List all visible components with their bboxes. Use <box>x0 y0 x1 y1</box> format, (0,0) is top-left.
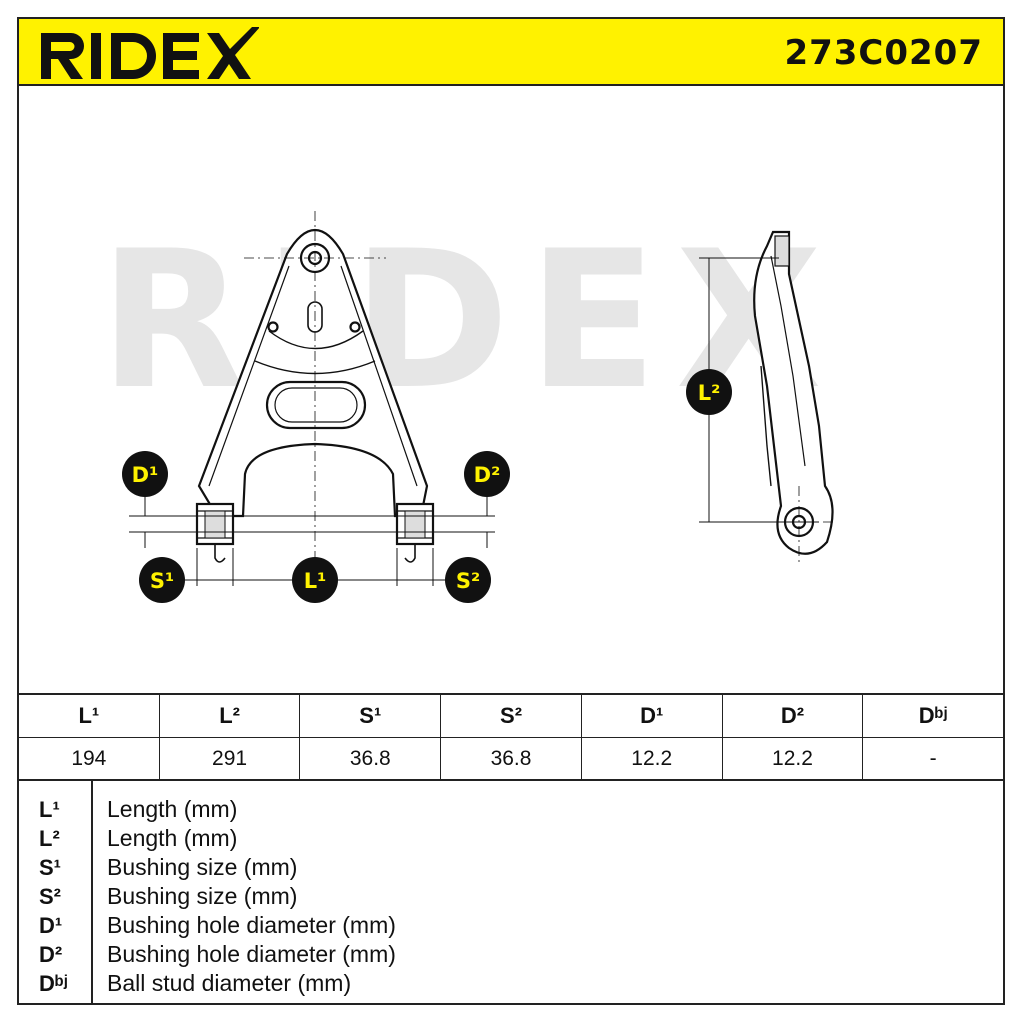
spec-value-row: 194 291 36.8 36.8 12.2 12.2 - <box>19 737 1003 780</box>
legend-symbol: L¹ <box>39 796 60 822</box>
center-lines <box>244 211 386 586</box>
callout-d2-label: D² <box>474 463 501 487</box>
spec-header: L¹ <box>78 703 100 728</box>
callout-l2-label: L² <box>698 381 721 405</box>
callout-d1-label: D¹ <box>132 463 159 487</box>
callout-s1-label: S¹ <box>150 569 174 593</box>
side-center-lines <box>763 486 835 564</box>
spec-header: S² <box>440 695 581 737</box>
spec-header: Dᵇʲ <box>862 695 1003 737</box>
spec-value: 12.2 <box>580 738 722 780</box>
spec-header-row: L¹ L² S¹ S² D¹ D² Dᵇʲ <box>19 695 1003 737</box>
legend-item: S¹ Bushing size (mm) <box>19 853 1003 882</box>
part-number: 273C0207 <box>784 33 983 73</box>
spec-table: L¹ L² S¹ S² D¹ D² Dᵇʲ 194 291 36.8 36.8 … <box>19 693 1003 781</box>
spec-sheet-frame: 273C0207 RIDEX <box>17 17 1005 1005</box>
ridex-logo <box>41 27 259 79</box>
side-view-arm <box>753 230 834 555</box>
callout-d2: D² <box>464 451 510 497</box>
front-view-arm <box>195 228 435 563</box>
legend-item: S² Bushing size (mm) <box>19 882 1003 911</box>
callout-l2: L² <box>686 369 732 415</box>
legend-description: Bushing hole diameter (mm) <box>107 912 396 938</box>
callout-s2-label: S² <box>456 569 480 593</box>
legend-description: Ball stud diameter (mm) <box>107 970 352 996</box>
callout-l1: L¹ <box>292 557 338 603</box>
legend-description: Length (mm) <box>107 796 238 822</box>
legend-description: Length (mm) <box>107 825 238 851</box>
legend-description: Bushing size (mm) <box>107 883 298 909</box>
spec-value: 36.8 <box>299 738 440 780</box>
front-dimension-lines <box>129 496 495 586</box>
spec-header: L² <box>158 695 300 737</box>
legend-description: Bushing hole diameter (mm) <box>107 941 396 967</box>
spec-value: 291 <box>158 738 300 780</box>
legend-divider <box>91 781 93 1003</box>
spec-header: S¹ <box>299 695 440 737</box>
spec-value: 36.8 <box>440 738 581 780</box>
legend-item: D¹ Bushing hole diameter (mm) <box>19 911 1003 940</box>
legend-description: Bushing size (mm) <box>107 854 298 880</box>
legend-item: Dᵇʲ Ball stud diameter (mm) <box>19 969 1003 998</box>
callout-s1: S¹ <box>139 557 185 603</box>
spec-value: 194 <box>71 747 107 770</box>
spec-value: - <box>862 738 1003 780</box>
legend-item: L² Length (mm) <box>19 824 1003 853</box>
legend-symbol: D² <box>39 941 63 967</box>
legend-symbol: S² <box>39 883 61 909</box>
legend-symbol: L² <box>39 825 60 851</box>
legend-symbol: S¹ <box>39 854 61 880</box>
legend-symbol: Dᵇʲ <box>39 970 68 996</box>
callout-s2: S² <box>445 557 491 603</box>
technical-drawing: RIDEX <box>19 86 1003 693</box>
spec-value: 12.2 <box>721 738 863 780</box>
legend-symbol: D¹ <box>39 912 63 938</box>
legend-item: D² Bushing hole diameter (mm) <box>19 940 1003 969</box>
callout-l1-label: L¹ <box>304 569 327 593</box>
legend-item: L¹ Length (mm) <box>19 795 1003 824</box>
control-arm-drawing-svg: RIDEX <box>99 210 835 603</box>
spec-header: D¹ <box>580 695 722 737</box>
legend: L¹ Length (mm) L² Length (mm) S¹ Bushing… <box>19 781 1003 1003</box>
header-bar: 273C0207 <box>19 19 1003 86</box>
spec-header: D² <box>721 695 863 737</box>
callout-d1: D¹ <box>122 451 168 497</box>
